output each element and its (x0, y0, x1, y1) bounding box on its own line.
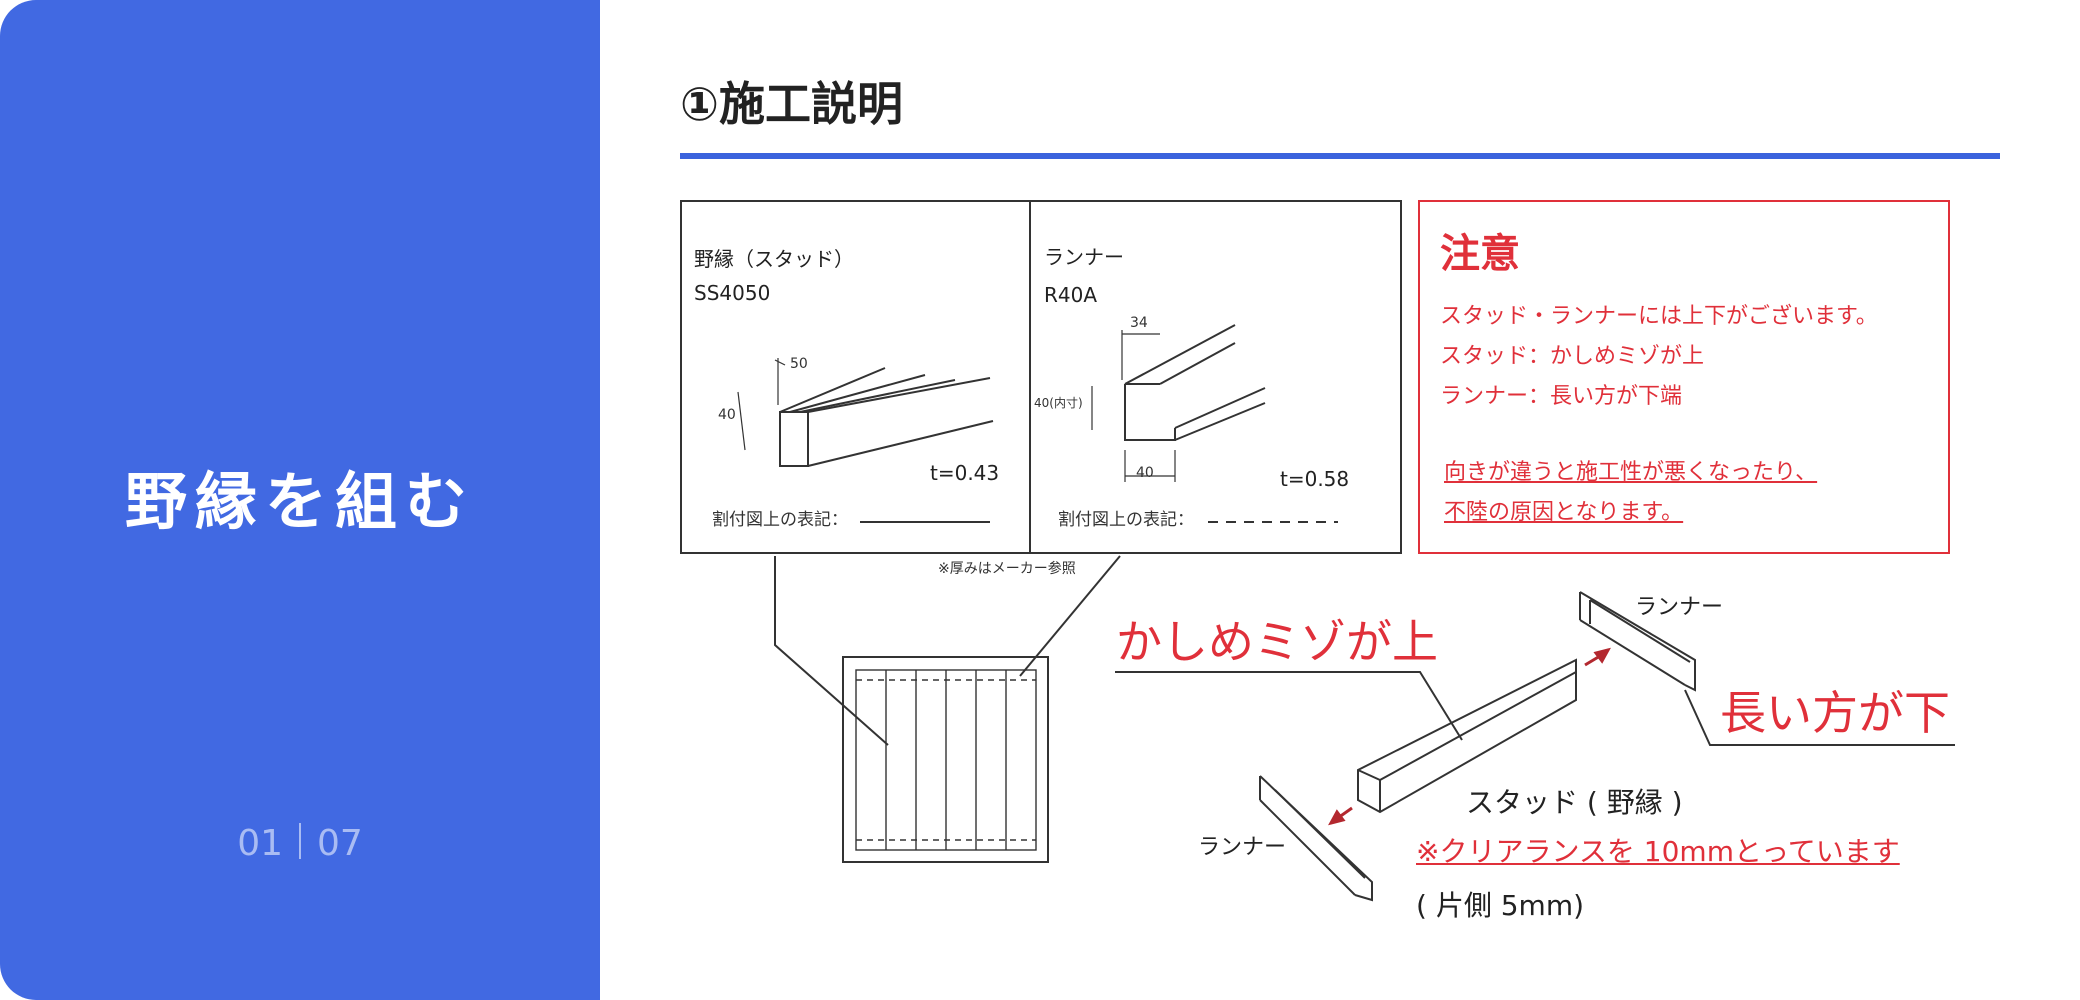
runner-name: ランナー (1044, 245, 1124, 269)
runner-profile-drawing (1091, 324, 1338, 523)
runner-code: R40A (1044, 283, 1098, 307)
runner-right-drawing (1579, 591, 1955, 746)
callout-long-side-down: 長い方が下 (1720, 686, 1950, 740)
caution-warning-1: 向きが違うと施工性が悪くなったり、 (1444, 460, 1818, 485)
section-title: ①施工説明 (680, 77, 903, 131)
stud-thickness: t=0.43 (930, 461, 1000, 485)
page-separator (299, 823, 301, 859)
page-current: 01 (237, 823, 283, 864)
page-indicator: 01 07 (0, 820, 600, 868)
panel-divider (1029, 200, 1031, 554)
caution-line-3: ランナー：長い方が下端 (1440, 384, 1683, 409)
clearance-detail: ( 片側 5mm) (1416, 889, 1585, 922)
runner-dim-height: 40(内寸) (1034, 396, 1083, 410)
spec-panel (680, 200, 1402, 554)
page-total: 07 (317, 823, 363, 864)
callout-groove-up: かしめミゾが上 (1116, 615, 1438, 669)
runner-dim-top: 34 (1130, 315, 1148, 331)
caution-box: 注意 スタッド・ランナーには上下がございます。 スタッド：かしめミゾが上 ランナ… (1418, 200, 1950, 554)
sidebar-title: 野縁を組む (124, 465, 475, 538)
sidebar: 野縁を組む 01 07 (0, 0, 600, 1000)
runner-dim-bottom: 40 (1136, 465, 1154, 481)
title-divider (680, 153, 2000, 159)
stud-code: SS4050 (694, 281, 771, 305)
thickness-note: ※厚みはメーカー参照 (938, 561, 1076, 577)
runner-left-drawing (1259, 775, 1373, 902)
runner-label-left: ランナー (1198, 835, 1287, 860)
stud-name: 野縁（スタッド） (694, 247, 854, 271)
stud-dim-height: 40 (718, 407, 736, 423)
stud-profile-drawing (737, 358, 994, 523)
layout-plan-drawing (842, 656, 1049, 863)
runner-thickness: t=0.58 (1280, 467, 1350, 491)
stud-notation-label: 割付図上の表記： (712, 510, 848, 530)
clearance-arrows (1328, 647, 1611, 826)
caution-line-1: スタッド・ランナーには上下がございます。 (1440, 304, 1878, 329)
runner-label-right: ランナー (1635, 595, 1724, 620)
caution-title: 注意 (1440, 231, 1520, 277)
caution-warning-2: 不陸の原因となります。 (1444, 500, 1684, 525)
caution-line-2: スタッド：かしめミゾが上 (1440, 344, 1705, 369)
stud-dim-width: 50 (790, 356, 808, 372)
stud-assembly-drawing (1115, 658, 1577, 814)
clearance-note: ※クリアランスを 10mmとっています (1416, 835, 1900, 868)
runner-notation-label: 割付図上の表記： (1058, 510, 1194, 530)
stud-label: スタッド ( 野縁 ) (1466, 786, 1683, 819)
